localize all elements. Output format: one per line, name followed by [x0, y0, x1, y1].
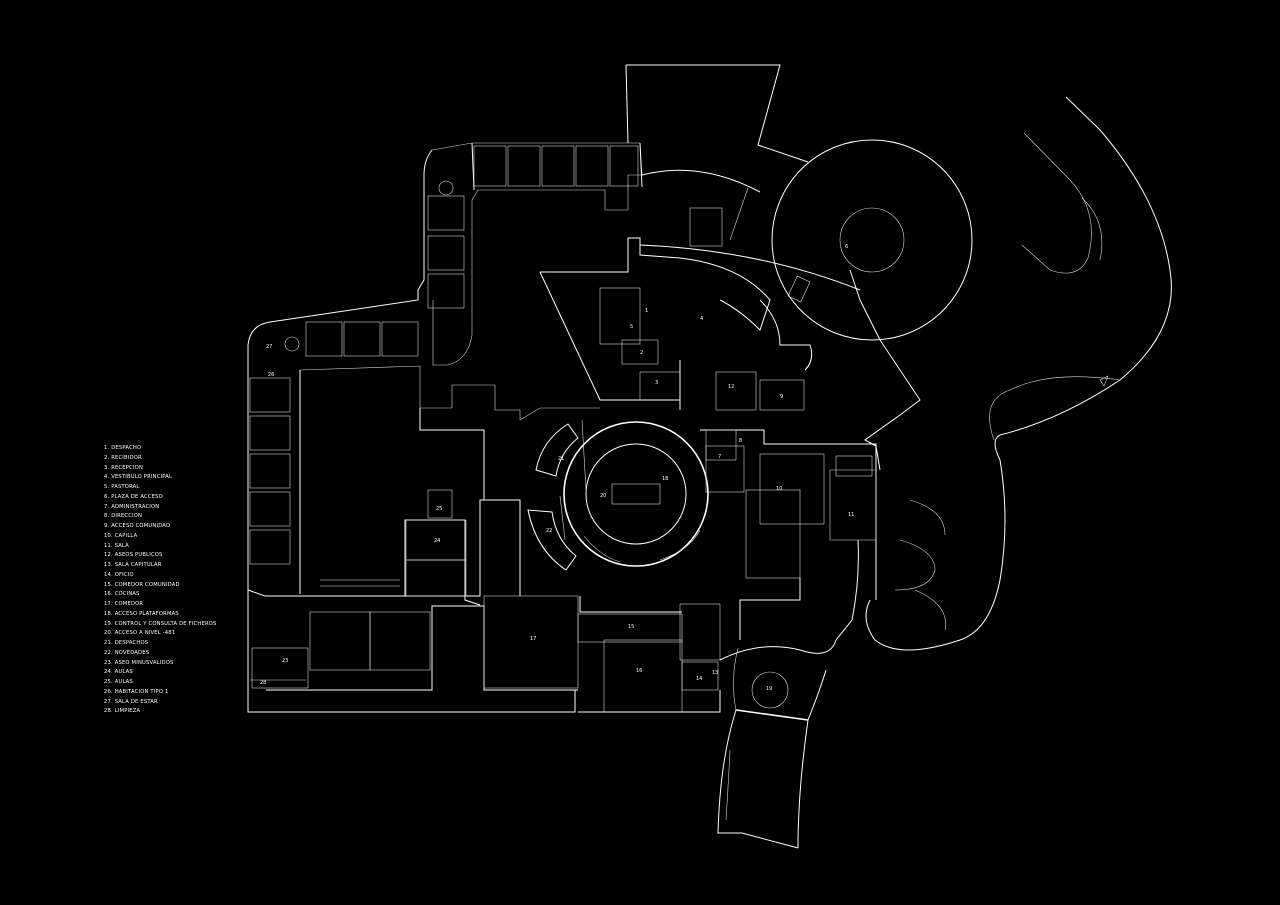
room-number-13: 13	[712, 670, 718, 676]
room-legend: 1. DESPACHO 2. RECIBIDOR 3. RECEPCION 4.…	[104, 444, 217, 717]
room-number-10: 10	[776, 486, 782, 492]
room-number-15: 15	[628, 624, 634, 630]
room-number-1: 1	[645, 308, 648, 314]
room-number-20: 20	[600, 493, 606, 499]
central-chapel	[527, 419, 709, 571]
vehicle-roundabout	[771, 96, 1172, 651]
legend-item: 12. ASEOS PUBLICOS	[104, 552, 163, 559]
room-number-17: 17	[530, 636, 536, 642]
legend-item: 21. DESPACHOS	[104, 640, 149, 646]
legend-item: 16. COCINAS	[104, 591, 140, 598]
room-number-27: 27	[266, 344, 272, 350]
legend-item: 7. ADMINISTRACION	[104, 503, 160, 510]
legend-item: 28. LIMPIEZA	[104, 708, 141, 715]
legend-item: 27. SALA DE ESTAR	[104, 698, 158, 705]
legend-item: 25. AULAS	[104, 679, 133, 685]
room-labels: 1 2 3 4 5 6 7 8 9 10 11 12 13 14 15 16 1…	[260, 244, 854, 692]
room-number-8: 8	[739, 438, 742, 444]
legend-item: 9. ACCESO COMUNIDAD	[104, 523, 171, 529]
south-curved-wing	[717, 709, 809, 849]
legend-item: 17. COMEDOR	[104, 601, 144, 607]
legend-item: 23. ASEO MINUSVALIDOS	[104, 659, 174, 666]
legend-item: 15. COMEDOR COMUNIDAD	[104, 581, 180, 588]
room-number-4: 4	[700, 316, 703, 322]
room-number-9: 9	[780, 394, 783, 400]
north-wing	[247, 142, 643, 606]
room-number-28: 28	[260, 680, 266, 686]
legend-item: 11. SALA	[104, 542, 129, 549]
room-number-25: 25	[436, 506, 442, 512]
entrance-plaza	[539, 64, 861, 411]
room-number-3: 3	[655, 380, 658, 386]
legend-item: 6. PLAZA DE ACCESO	[104, 493, 163, 500]
legend-item: 22. NOVEDADES	[104, 649, 150, 656]
room-number-5: 5	[630, 324, 633, 330]
room-number-19: 19	[766, 686, 772, 692]
legend-item: 26. HABITACION TIPO 1	[104, 688, 169, 695]
room-number-26: 26	[268, 372, 274, 378]
room-number-7: 7	[718, 454, 721, 460]
room-number-21: 21	[558, 456, 564, 462]
legend-item: 14. OFICIO	[104, 571, 134, 578]
room-number-14: 14	[696, 676, 702, 682]
legend-item: 1. DESPACHO	[104, 445, 142, 451]
room-number-23: 23	[282, 658, 288, 664]
room-number-2: 2	[640, 350, 643, 356]
room-number-24: 24	[434, 538, 440, 544]
room-number-11: 11	[848, 512, 854, 518]
room-number-22: 22	[546, 528, 552, 534]
legend-item: 8. DIRECCION	[104, 513, 143, 520]
legend-item: 20. ACCESO A NIVEL -481	[104, 630, 176, 637]
south-block	[247, 408, 721, 713]
legend-item: 24. AULAS	[104, 669, 133, 676]
legend-item: 10. CAPILLA	[104, 532, 138, 539]
room-number-12: 12	[728, 384, 734, 390]
legend-item: 4. VESTIBULO PRINCIPAL	[104, 474, 173, 481]
legend-item: 5. PASTORAL	[104, 484, 140, 490]
legend-item: 19. CONTROL Y CONSULTA DE FICHEROS	[104, 620, 217, 627]
legend-item: 18. ACCESO PLATAFORMAS	[104, 610, 179, 617]
room-number-16: 16	[636, 668, 642, 674]
legend-item: 2. RECIBIDOR	[104, 454, 142, 461]
east-block	[700, 429, 877, 721]
legend-item: 13. SALA CAPITULAR	[104, 562, 162, 568]
legend-item: 3. RECEPCION	[104, 464, 144, 471]
room-number-18: 18	[662, 476, 668, 482]
room-number-6: 6	[845, 244, 848, 250]
